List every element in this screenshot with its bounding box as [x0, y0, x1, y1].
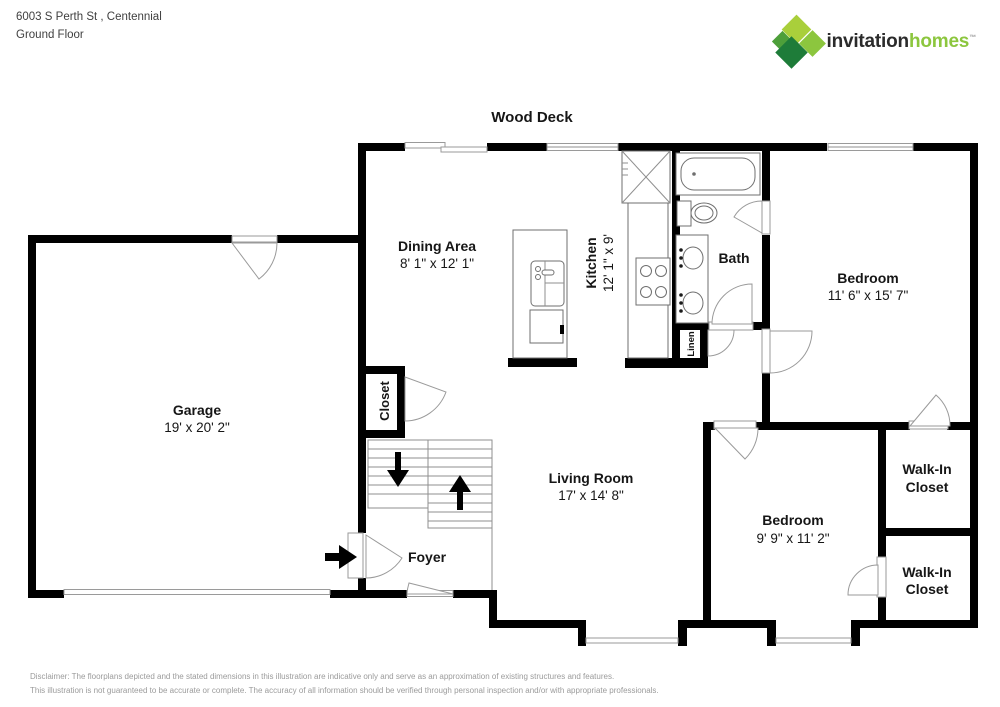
vanity-sink: [682, 246, 704, 270]
room-labels: Wood Deck Dining Area 8' 1" x 12' 1" Kit…: [164, 109, 951, 597]
invitation-homes-logo-icon: [772, 14, 827, 69]
disclaimer-line2: This illustration is not guaranteed to b…: [30, 686, 659, 695]
stairs-up-arrow: [449, 475, 471, 510]
walkin2-door-swing: [847, 564, 879, 596]
staircase: [367, 439, 493, 590]
dining-area-dims: 8' 1" x 12' 1": [400, 256, 474, 271]
bath-label: Bath: [718, 250, 749, 266]
foyer-window-swing: [406, 582, 454, 595]
garage-service-door-swing: [231, 242, 278, 280]
kitchen-dims: 12' 1" x 9': [601, 234, 616, 292]
front-door-swing: [365, 534, 403, 579]
floor-label: Ground Floor: [16, 29, 84, 41]
walkin-closet2-label: Walk-In: [902, 564, 951, 580]
bath-fixtures: [675, 152, 761, 324]
windows: [63, 142, 914, 644]
bedroom2-dims: 9' 9" x 11' 2": [756, 531, 829, 546]
wood-deck-label: Wood Deck: [491, 109, 573, 126]
bedroom1-dims: 11' 6" x 15' 7": [828, 288, 909, 303]
patio-slider-panel: [440, 146, 488, 153]
logo-wordmark: invitationhomes™: [826, 31, 976, 53]
walkin1-door-swing: [908, 394, 951, 427]
bath-hall-door-swing: [711, 283, 753, 325]
living-room-dims: 17' x 14' 8": [558, 488, 624, 503]
living-bay-window: [585, 637, 679, 644]
garage-label: Garage: [173, 402, 221, 418]
logo-trademark: ™: [969, 34, 976, 42]
entry-arrow: [325, 545, 357, 569]
kitchen-fixtures: [512, 150, 671, 359]
invitation-homes-logo: invitationhomes™: [770, 14, 976, 70]
stove: [635, 257, 671, 306]
bath-bedroom1-door-swing: [733, 200, 763, 234]
bedroom2-bay-window: [775, 637, 852, 644]
foyer-label: Foyer: [408, 549, 447, 565]
walkin-closet1-label2: Closet: [906, 479, 949, 495]
logo-text-homes: homes: [908, 31, 970, 52]
dining-area-label: Dining Area: [398, 238, 476, 254]
linen-label: Linen: [686, 331, 697, 357]
bedroom1-door-swing: [769, 330, 813, 374]
bedroom1-label: Bedroom: [837, 270, 898, 286]
linen-door-swing: [707, 329, 735, 357]
living-room-label: Living Room: [549, 470, 634, 486]
bedroom2-label: Bedroom: [762, 512, 823, 528]
disclaimer-block: Disclaimer: The floorplans depicted and …: [30, 670, 659, 698]
garage-dims: 19' x 20' 2": [164, 420, 230, 435]
walkin-closet2-label2: Closet: [906, 581, 949, 597]
garage-service-door-frame: [231, 235, 278, 243]
kitchen-label: Kitchen: [583, 237, 599, 288]
address-line: 6003 S Perth St , Centennial: [16, 11, 162, 23]
doors: [231, 200, 951, 598]
closet-label: Closet: [377, 380, 392, 420]
logo-text-invitation: invitation: [826, 31, 909, 52]
patio-slider-panel: [404, 142, 446, 149]
header-address-block: 6003 S Perth St , Centennial Ground Floo…: [16, 8, 162, 44]
toilet: [676, 200, 692, 227]
dishwasher: [529, 309, 564, 344]
bedroom2-door-swing: [713, 427, 759, 460]
stairs-down-arrow: [387, 452, 409, 487]
garage-door: [63, 589, 331, 595]
disclaimer-line1: Disclaimer: The floorplans depicted and …: [30, 672, 615, 681]
walkin-closet1-label: Walk-In: [902, 461, 951, 477]
closet-door-swing: [404, 376, 447, 422]
walls: [28, 143, 978, 646]
vanity-sink: [682, 291, 704, 315]
